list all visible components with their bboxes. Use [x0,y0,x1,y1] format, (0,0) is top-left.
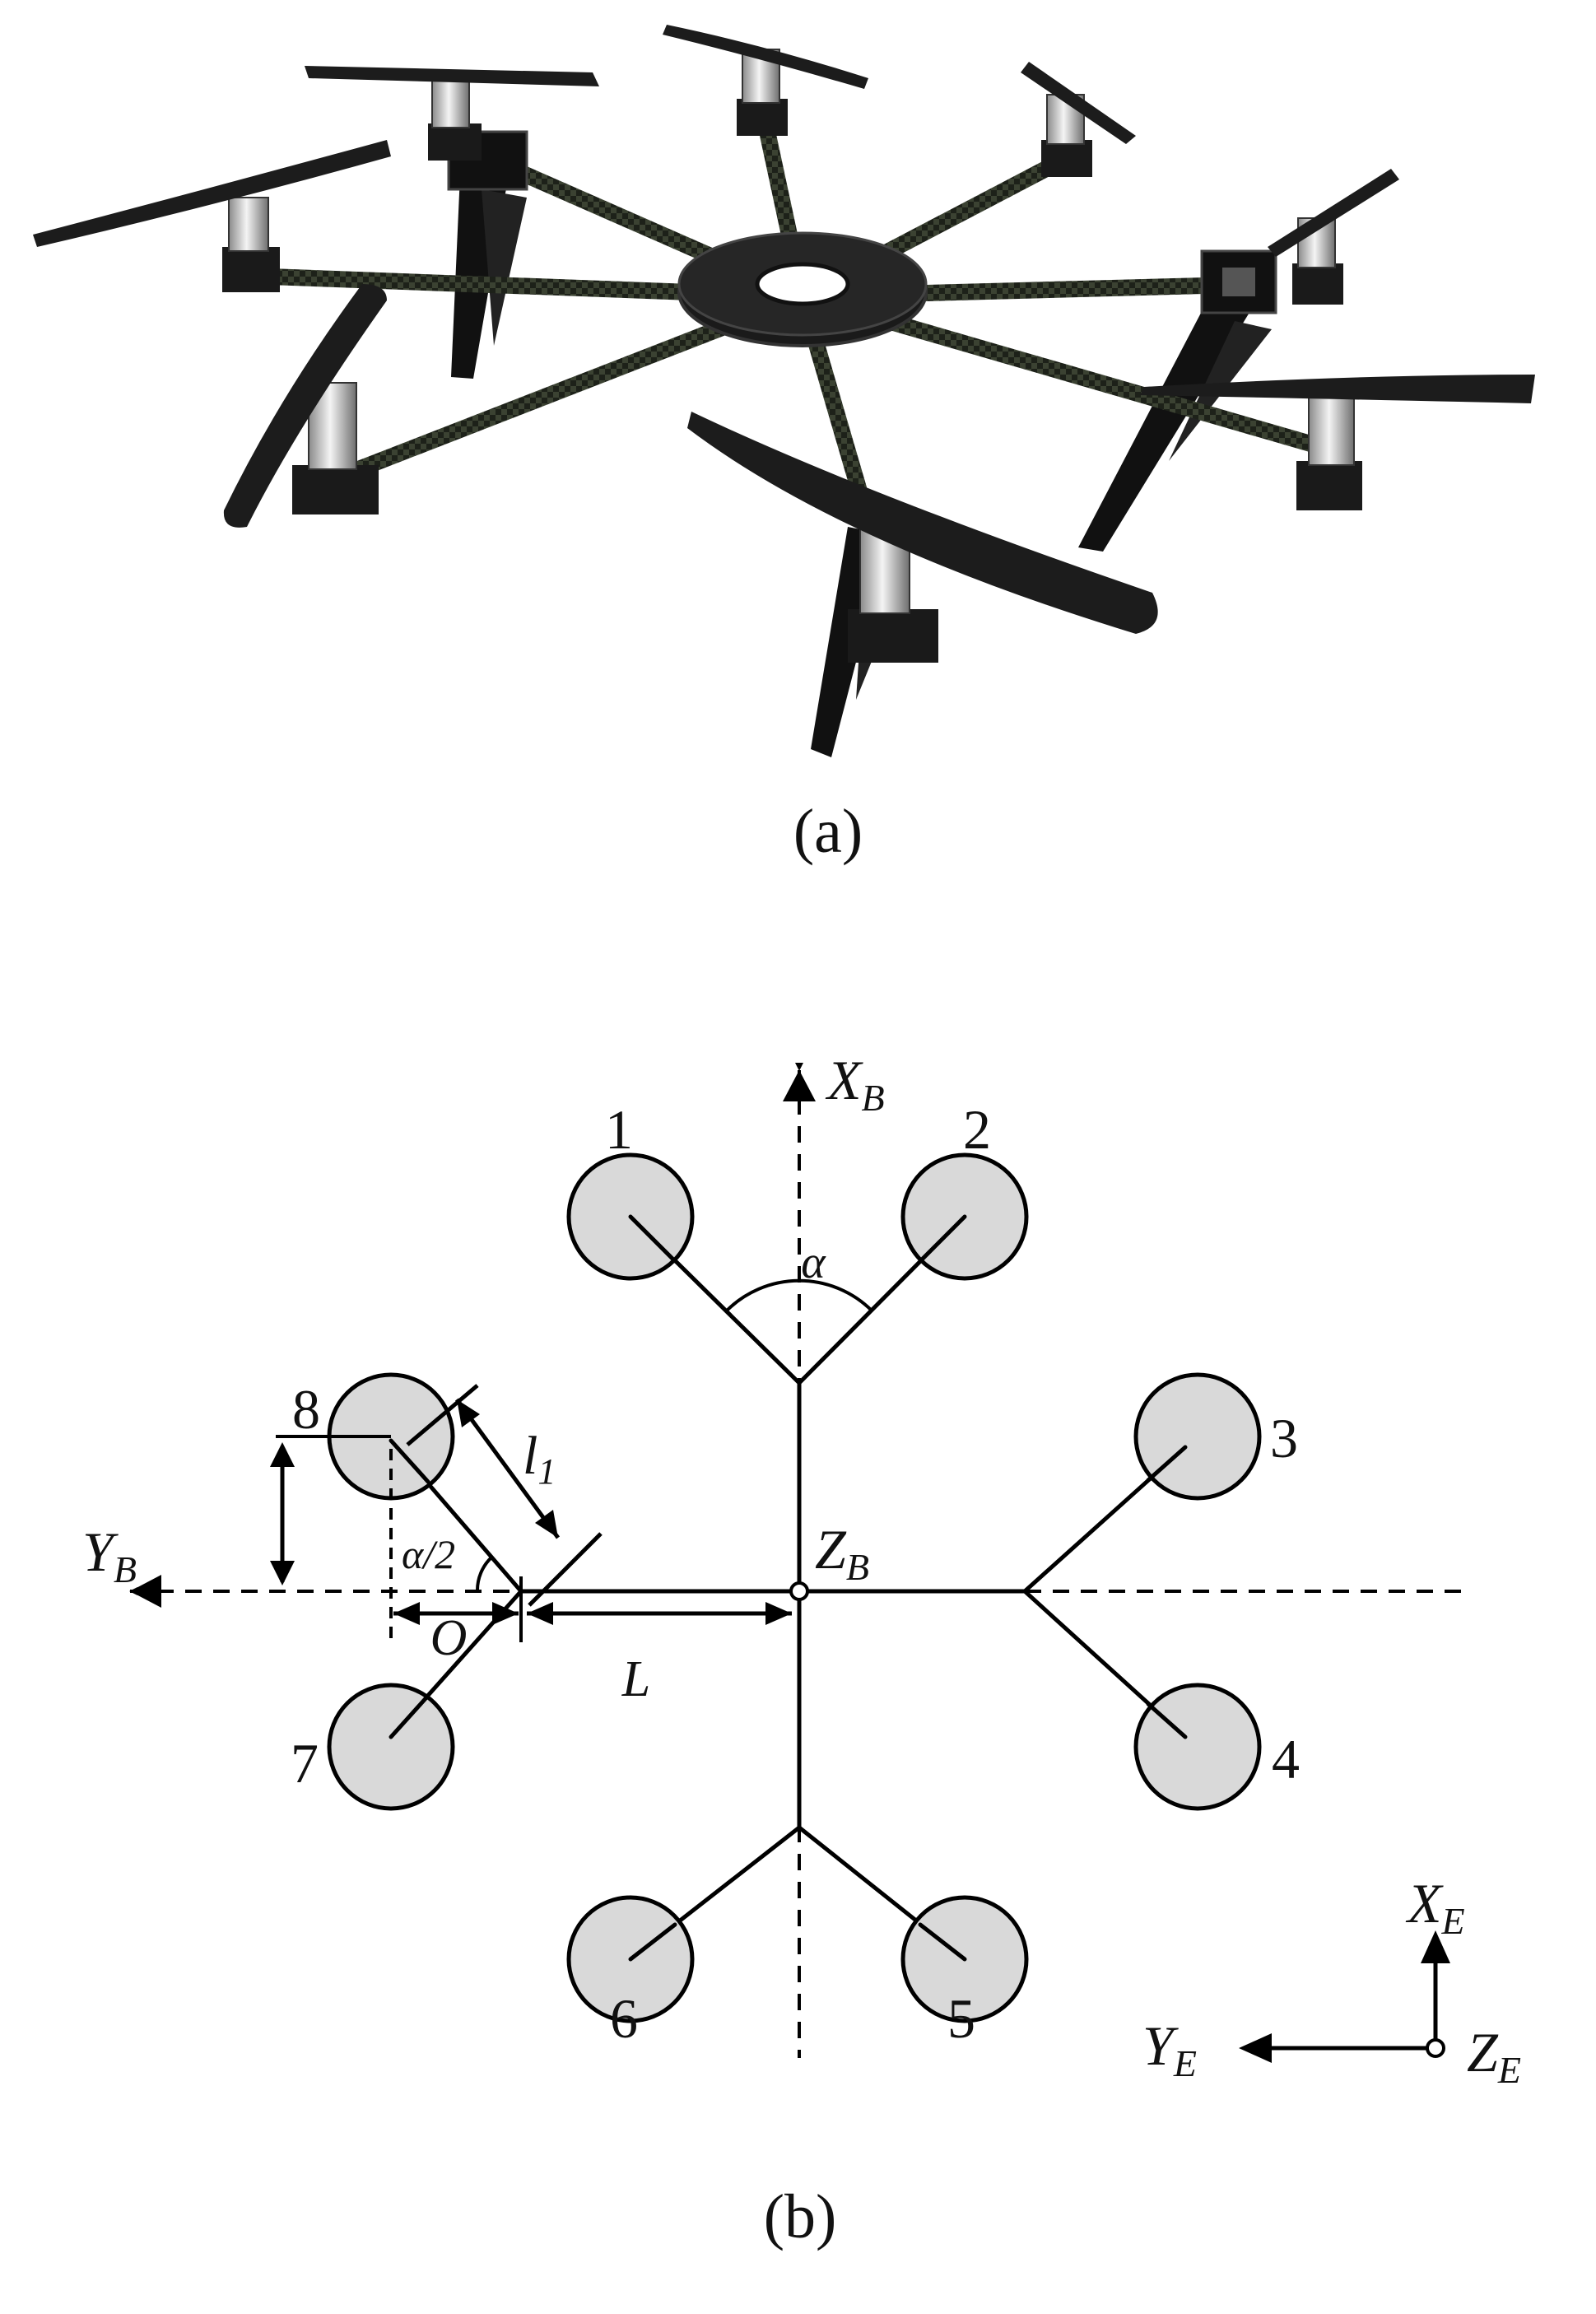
l1-label: l1 [523,1426,556,1492]
motor-5 [1268,169,1399,305]
rotor-label-5: 5 [947,1987,975,2050]
alpha-label: α [801,1237,826,1288]
ze-label: ZE [1467,2021,1521,2091]
rotor-label-4: 4 [1272,1728,1300,1790]
propeller-6 [1140,375,1535,403]
propeller-7 [687,412,1158,634]
propeller-5 [1268,169,1399,257]
motor-3 [663,25,868,136]
schematic-labels: XB YB ZB XE YE ZE 1 2 3 4 5 6 7 8 α α/2 … [82,1049,1521,2091]
propeller-3 [663,25,868,89]
propeller-4 [1021,62,1136,144]
rotor-7 [327,1683,455,1811]
propeller-2 [305,66,599,86]
offset-label: O [430,1610,468,1666]
xe-label: XE [1405,1872,1465,1942]
xb-label: XB [825,1049,885,1119]
caption-b: (b) [764,2182,837,2251]
rotor-3 [1133,1372,1262,1501]
zb-label: ZB [815,1518,869,1588]
rotor-label-1: 1 [605,1098,633,1161]
rotor-label-2: 2 [963,1098,991,1161]
l1-dim-line [454,1398,561,1539]
frame-lines [389,1214,1188,1962]
motor-2 [305,66,599,161]
ze-origin [1426,2038,1445,2058]
ye-label: YE [1142,2014,1197,2084]
motor-4 [1021,62,1136,177]
rotor-label-6: 6 [610,1987,638,2050]
rotor-label-7: 7 [291,1732,319,1795]
octocopter-render [33,25,1535,757]
motor-7 [687,412,1158,663]
boom-label: L [621,1651,650,1707]
center-plate [677,231,928,347]
half-alpha-label: α/2 [402,1531,455,1577]
rotor-label-3: 3 [1270,1407,1298,1469]
caption-a: (a) [793,797,863,866]
rotors [327,1152,1262,2023]
zb-origin [789,1581,809,1601]
motor-1 [33,140,391,292]
propeller-1 [33,140,391,247]
rotor-4 [1133,1683,1262,1811]
motor-8 [223,284,387,528]
yb-label: YB [82,1520,137,1590]
alpha-arc [725,1278,873,1312]
propeller-8 [223,284,387,528]
rotor-label-8: 8 [292,1378,320,1441]
octocopter-schematic [129,1063,1461,2063]
motor-6 [1140,375,1535,510]
